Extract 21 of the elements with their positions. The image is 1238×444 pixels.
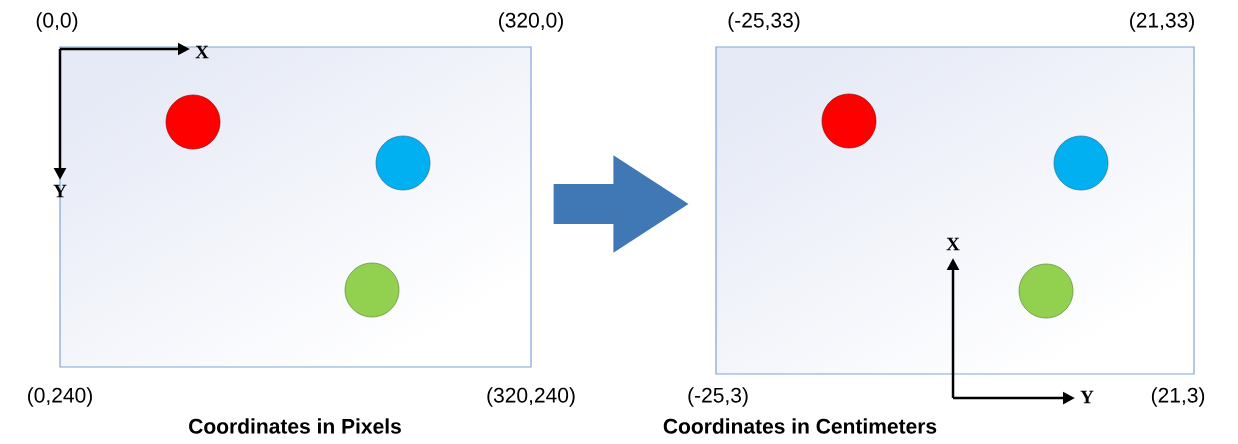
coordinate-label: (0,0) [36, 12, 78, 32]
coordinate-label: (-25,3) [688, 387, 748, 407]
dot [1018, 263, 1074, 319]
dot [821, 93, 877, 149]
coordinate-label: (320,0) [499, 12, 563, 32]
coordinate-label: (21,33) [1130, 12, 1194, 32]
axis-label: X [195, 45, 209, 59]
coordinate-label: (21,3) [1151, 387, 1205, 407]
coordinate-label: (0,240) [28, 387, 92, 407]
axis-label: X [946, 237, 960, 251]
caption: Coordinates in Centimeters [663, 418, 937, 434]
coordinate-label: (320,240) [487, 387, 575, 407]
dot [1053, 135, 1109, 191]
dot [165, 94, 221, 150]
coordinate-label: (-25,33) [728, 12, 800, 32]
dot [375, 135, 431, 191]
panel [715, 46, 1195, 375]
axis-label: Y [53, 184, 67, 198]
axis-label: Y [1080, 390, 1094, 404]
dot [344, 262, 400, 318]
caption: Coordinates in Pixels [189, 418, 401, 434]
